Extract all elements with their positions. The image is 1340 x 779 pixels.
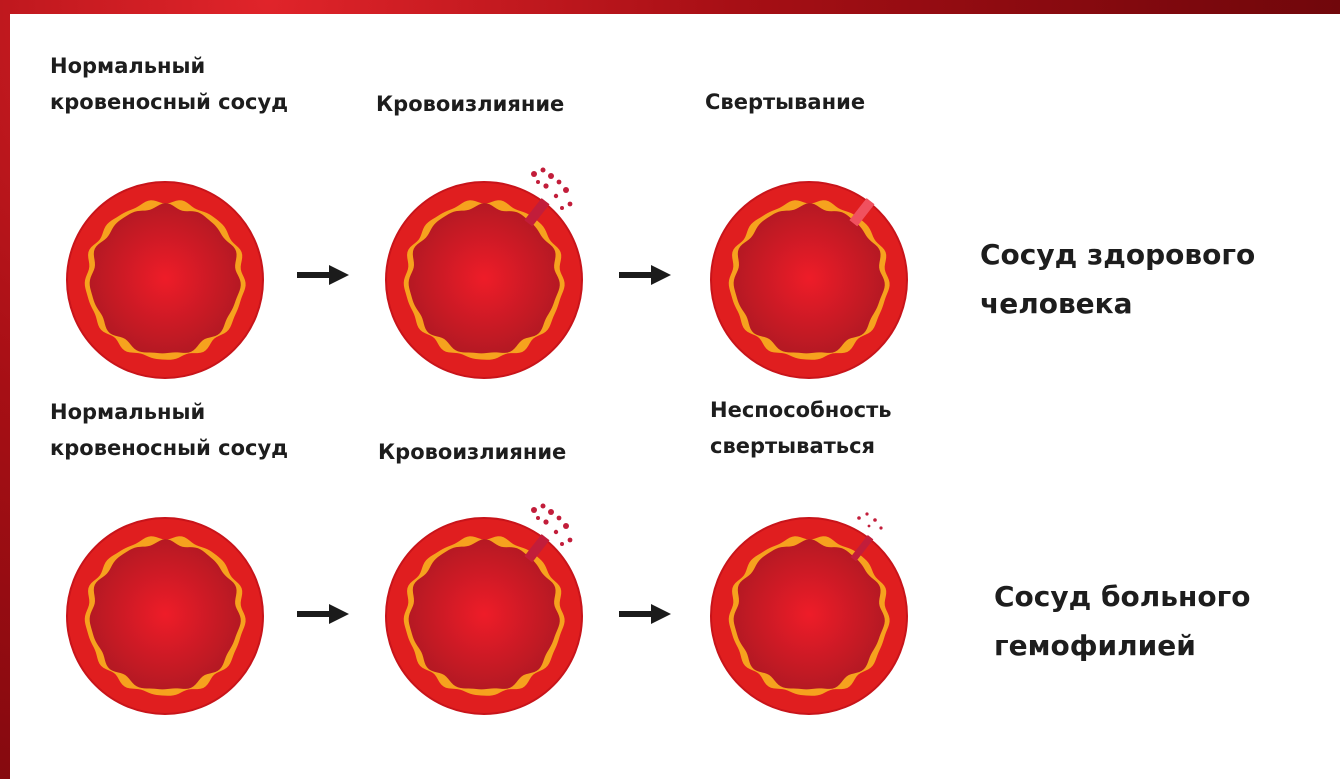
vessel-normal	[65, 180, 265, 380]
blood-drop	[543, 519, 548, 524]
row1-caption: Сосуд здорового человека	[980, 230, 1255, 328]
blood-drop	[865, 512, 868, 515]
blood-drop	[536, 180, 540, 184]
vessel-no-clotting	[709, 516, 909, 716]
slide: Нормальный кровеносный сосуд Кровоизлиян…	[10, 14, 1340, 779]
row1-step3-label: Свертывание	[705, 84, 865, 120]
blood-drop	[563, 523, 569, 529]
blood-drop	[554, 530, 558, 534]
row2-step3-label: Неспособность свертываться	[710, 392, 892, 464]
blood-drop	[868, 525, 871, 528]
blood-drop	[563, 187, 569, 193]
arrow-right-icon	[619, 604, 671, 624]
row2-caption: Сосуд больного гемофилией	[994, 572, 1250, 670]
blood-drop	[560, 206, 564, 210]
arrow-right-icon	[619, 265, 671, 285]
blood-drop	[543, 183, 548, 188]
vessel-bleeding	[384, 516, 584, 716]
blood-drop	[560, 542, 564, 546]
blood-drop	[531, 171, 537, 177]
blood-drop	[879, 526, 882, 529]
blood-drop	[541, 168, 546, 173]
blood-drop	[536, 516, 540, 520]
blood-drop	[857, 516, 861, 520]
arrow-right-icon	[297, 265, 349, 285]
blood-drop	[568, 202, 573, 207]
blood-drop	[557, 180, 562, 185]
blood-drop	[557, 516, 562, 521]
row1-step1-label: Нормальный кровеносный сосуд	[50, 48, 288, 120]
arrow-right-icon	[297, 604, 349, 624]
blood-drop	[548, 173, 554, 179]
blood-drop	[548, 509, 554, 515]
blood-drop	[568, 538, 573, 543]
blood-drop	[541, 504, 546, 509]
vessel-normal	[65, 516, 265, 716]
blood-drop	[531, 507, 537, 513]
vessel-bleeding	[384, 180, 584, 380]
row2-step1-label: Нормальный кровеносный сосуд	[50, 394, 288, 466]
blood-drop	[873, 518, 877, 522]
blood-drop	[554, 194, 558, 198]
vessel-clotted	[709, 180, 909, 380]
row1-step2-label: Кровоизлияние	[376, 86, 564, 122]
row2-step2-label: Кровоизлияние	[378, 434, 566, 470]
